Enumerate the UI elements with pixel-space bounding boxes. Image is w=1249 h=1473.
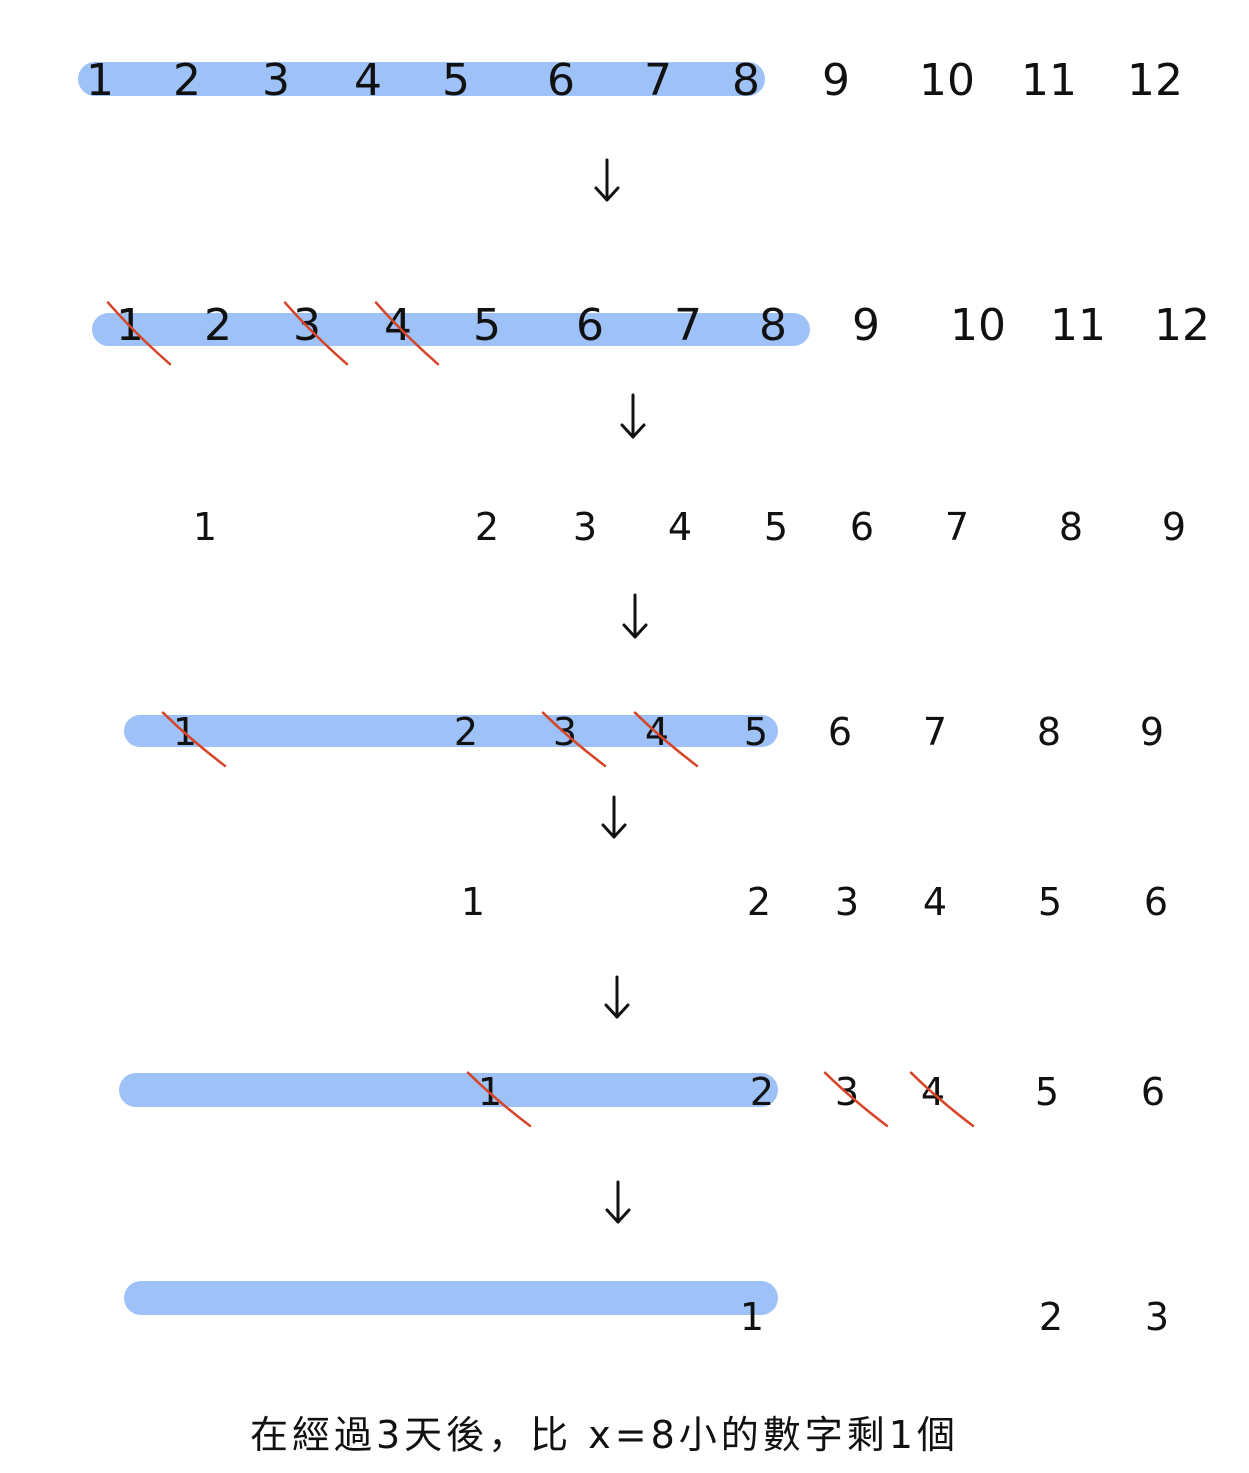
number-label: 9 — [852, 300, 880, 351]
number-label: 8 — [1059, 505, 1083, 549]
strike-mark — [541, 711, 607, 768]
number-label: 1 — [740, 1295, 764, 1339]
caption-text: 在經過3天後，比 x=8小的數字剩1個 — [250, 1413, 959, 1457]
number-label: 5 — [764, 505, 788, 549]
number-label: 7 — [674, 300, 702, 351]
highlight-bar — [78, 62, 765, 96]
number-label: 2 — [173, 55, 201, 106]
number-label: 6 — [1141, 1070, 1165, 1114]
number-label: 5 — [442, 55, 470, 106]
number-label: 2 — [204, 300, 232, 351]
number-label: 1 — [461, 880, 485, 924]
strike-marks — [106, 301, 975, 1128]
number-label: 6 — [828, 710, 852, 754]
number-label: 6 — [1144, 880, 1168, 924]
strike-mark — [106, 301, 172, 366]
strike-mark — [374, 301, 440, 366]
number-label: 4 — [668, 505, 692, 549]
number-label: 12 — [1154, 300, 1210, 351]
number-label: 11 — [1021, 55, 1077, 106]
number-label: 6 — [576, 300, 604, 351]
highlight-bar — [119, 1073, 778, 1107]
number-label: 2 — [750, 1070, 774, 1114]
down-arrow-icon — [622, 593, 648, 639]
down-arrow-icon — [605, 1180, 631, 1224]
strike-mark — [283, 301, 349, 366]
strike-mark — [466, 1071, 532, 1128]
number-label: 5 — [473, 300, 501, 351]
number-label: 2 — [454, 710, 478, 754]
number-label: 4 — [923, 880, 947, 924]
number-label: 9 — [1162, 505, 1186, 549]
number-label: 2 — [1039, 1295, 1063, 1339]
number-label: 8 — [1037, 710, 1061, 754]
strike-mark — [823, 1071, 889, 1128]
highlight-bar — [92, 313, 810, 346]
number-label: 5 — [1035, 1070, 1059, 1114]
down-arrow-icon — [601, 795, 627, 839]
down-arrow-icon — [604, 975, 630, 1019]
number-label: 4 — [354, 55, 382, 106]
number-label: 1 — [193, 505, 217, 549]
down-arrows — [594, 158, 648, 1224]
number-label: 2 — [475, 505, 499, 549]
number-label: 7 — [923, 710, 947, 754]
strike-mark — [633, 711, 699, 768]
down-arrow-icon — [594, 158, 620, 202]
highlight-bar — [124, 1281, 778, 1315]
number-label: 1 — [86, 55, 114, 106]
highlight-bar — [124, 715, 778, 747]
number-label: 5 — [744, 710, 768, 754]
number-label: 9 — [822, 55, 850, 106]
number-label: 7 — [945, 505, 969, 549]
number-label: 10 — [919, 55, 975, 106]
number-label: 6 — [547, 55, 575, 106]
number-label: 2 — [747, 880, 771, 924]
number-label: 5 — [1038, 880, 1062, 924]
number-label: 7 — [644, 55, 672, 106]
number-label: 3 — [262, 55, 290, 106]
number-label: 8 — [759, 300, 787, 351]
number-label: 6 — [850, 505, 874, 549]
down-arrow-icon — [620, 393, 646, 439]
number-label: 10 — [950, 300, 1006, 351]
strike-mark — [909, 1071, 975, 1128]
number-label: 3 — [835, 880, 859, 924]
number-label: 3 — [573, 505, 597, 549]
number-label: 12 — [1127, 55, 1183, 106]
number-label: 3 — [1145, 1295, 1169, 1339]
number-label: 9 — [1140, 710, 1164, 754]
strike-mark — [161, 711, 227, 768]
number-label: 8 — [732, 55, 760, 106]
number-label: 11 — [1050, 300, 1106, 351]
highlight-bars — [78, 62, 810, 1315]
